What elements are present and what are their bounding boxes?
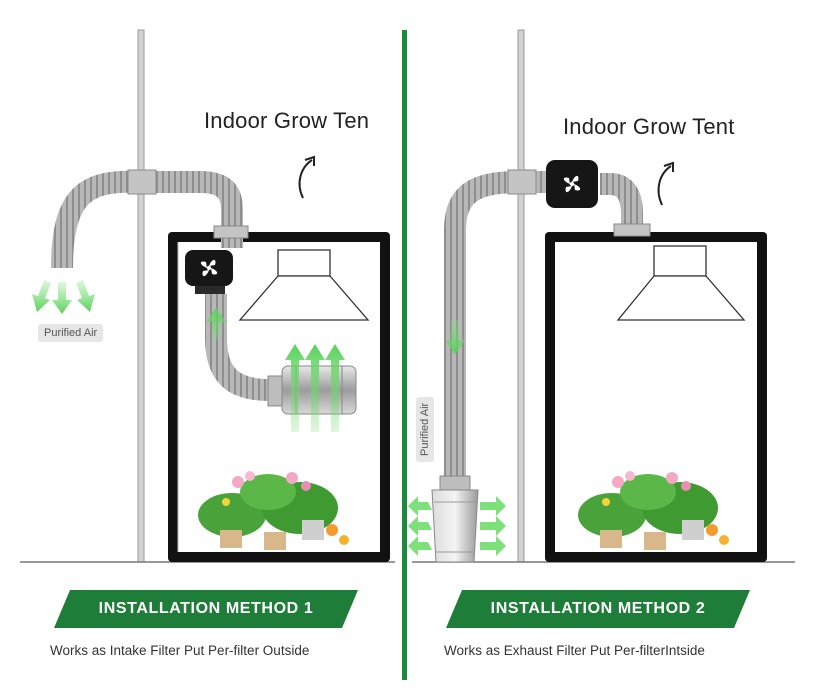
carbon-filter-icon [431,475,479,563]
wall-right [517,29,525,563]
tent-title-right: Indoor Grow Tent [563,114,735,139]
method-description-left: Works as Intake Filter Put Per-filter Ou… [50,643,310,658]
airflow-arrow-icon [408,496,506,556]
tent-collar-right [613,223,651,237]
purified-air-label-right: Purified Air [416,396,434,462]
fan-icon [546,160,598,208]
airflow-arrow-icon [32,280,95,314]
panel-left [20,29,395,563]
fan-icon [185,250,233,294]
airflow-arrow-icon [285,344,345,432]
banner-shape-right [446,590,750,628]
wall-collar-right [507,169,537,195]
method-label-right: INSTALLATION METHOD 2 [490,600,706,617]
plant-icon [578,471,729,550]
wall-collar-left [127,169,157,195]
rotate-arrow-icon [657,165,672,206]
tent-collar-left [213,225,249,239]
panel-divider [402,30,407,680]
panel-right [408,29,795,563]
airflow-arrow-icon [206,308,226,340]
method-banner-right: INSTALLATION METHOD 2 [446,590,750,628]
rotate-arrow-icon [298,159,313,199]
method-banner-left: INSTALLATION METHOD 1 [54,590,358,628]
wall-left [137,29,145,563]
plant-icon [198,471,349,550]
duct-inside-left [205,294,290,401]
banner-shape-left [54,590,358,628]
grow-light-icon [616,245,746,321]
method-label-left: INSTALLATION METHOD 1 [98,600,314,617]
tent-title-left: Indoor Grow Ten [204,108,370,133]
duct-outside-right [444,171,560,482]
duct-top-right [600,173,643,230]
purified-air-label-left: Purified Air [38,324,104,342]
airflow-arrow-icon [445,320,465,354]
method-description-right: Works as Exhaust Filter Put Per-filterIn… [444,643,705,658]
grow-light-icon [238,249,370,321]
